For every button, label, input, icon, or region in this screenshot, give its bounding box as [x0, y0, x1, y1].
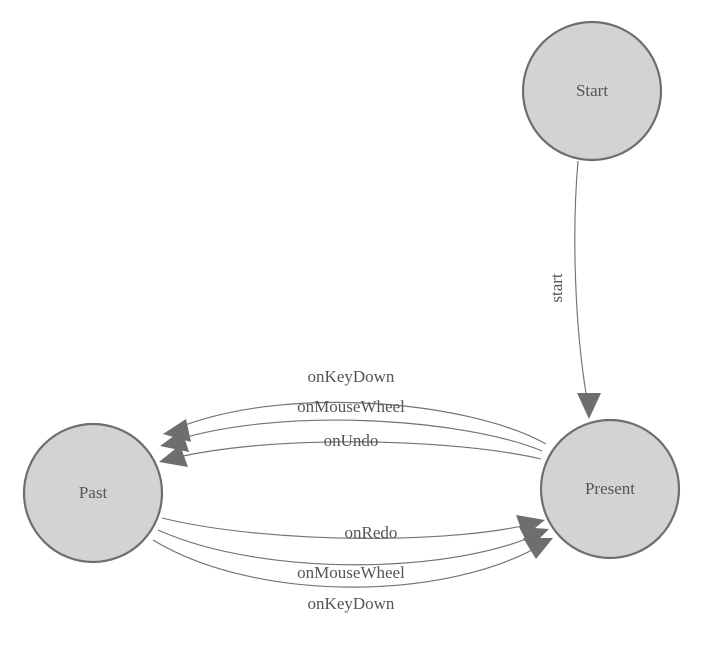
edge-label-present-to-past-onundo: onUndo [324, 431, 379, 450]
edge-label-present-to-past-onkeydown: onKeyDown [308, 367, 395, 386]
edge-start-to-present [574, 160, 601, 419]
node-circle-start[interactable] [521, 20, 663, 162]
edges-layer [152, 160, 601, 588]
edge-line [157, 529, 543, 566]
edge-label-present-to-past-onmousewheel: onMouseWheel [297, 397, 405, 416]
node-circle-present[interactable] [539, 418, 681, 560]
arrowhead-icon [577, 393, 601, 419]
node-present[interactable]: Present [539, 418, 681, 560]
arrowhead-icon [519, 527, 549, 548]
edge-line [152, 539, 547, 588]
edge-line [166, 419, 543, 452]
arrowhead-icon [523, 538, 553, 559]
edge-labels-layer: start onKeyDown onMouseWheel onUndo onRedo on… [297, 273, 566, 613]
node-circle-past[interactable] [22, 422, 164, 564]
edge-label-past-to-present-onmousewheel: onMouseWheel [297, 563, 405, 582]
edge-label-start-to-present: start [547, 273, 566, 303]
edge-past-to-present-onkeydown [152, 538, 553, 588]
node-start[interactable]: Start [521, 20, 663, 162]
node-label-present: Present [585, 479, 635, 498]
node-past[interactable]: Past [22, 422, 164, 564]
arrowhead-icon [159, 445, 188, 467]
edge-past-to-present-onmousewheel [157, 527, 549, 566]
edge-line [165, 441, 542, 461]
node-label-past: Past [79, 483, 108, 502]
edge-label-past-to-present-onredo: onRedo [345, 523, 398, 542]
edge-line [169, 401, 547, 445]
node-label-start: Start [576, 81, 608, 100]
edge-label-past-to-present-onkeydown: onKeyDown [308, 594, 395, 613]
edge-present-to-past-onmousewheel [160, 419, 543, 452]
edge-present-to-past-onundo [159, 441, 542, 467]
edge-present-to-past-onkeydown [163, 401, 547, 445]
edge-line [161, 517, 539, 539]
arrowhead-icon [163, 419, 191, 442]
edge-line [574, 160, 590, 412]
arrowhead-icon [160, 430, 189, 452]
